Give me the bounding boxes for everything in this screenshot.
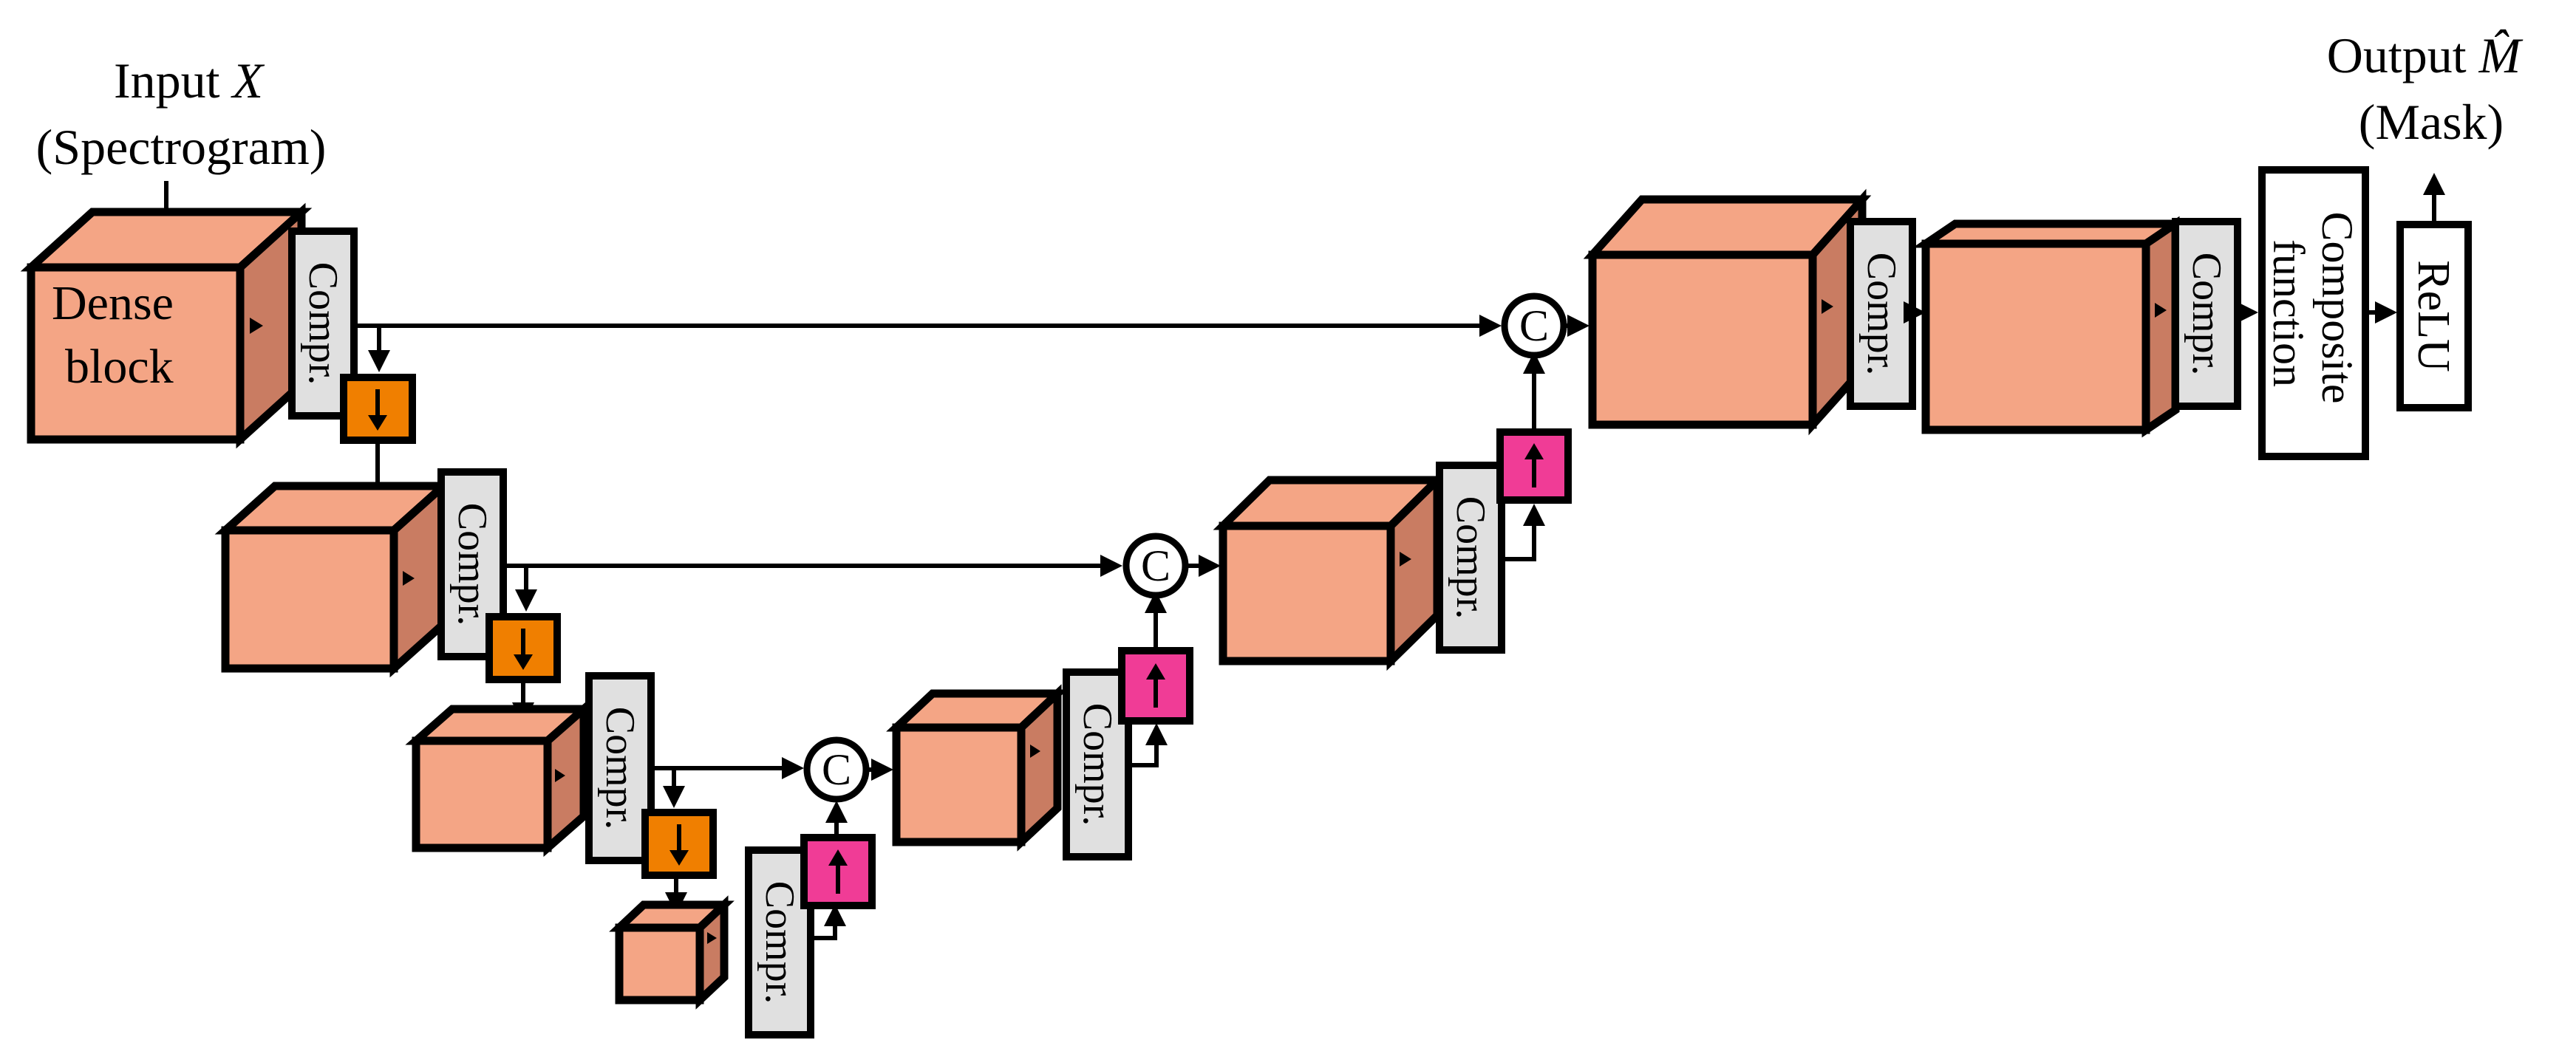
compression-label: Compr. <box>1448 496 1493 619</box>
upsample-dec3 <box>800 834 876 909</box>
output-variable: M̂ <box>2478 27 2524 83</box>
concat-3: C <box>803 736 870 803</box>
dense-block-enc1: Dense block <box>20 202 313 449</box>
compression-label: Compr. <box>597 707 643 829</box>
dense-block-label-line1: Dense <box>52 276 174 330</box>
dense-block-bottleneck <box>609 895 735 1010</box>
downsample-enc3 <box>641 809 717 879</box>
dense-block-label-line2: block <box>65 340 174 394</box>
up-arrow-icon <box>1146 663 1165 708</box>
compression-label: Compr. <box>300 262 346 385</box>
compression-dec1: Compr. <box>1847 218 1916 410</box>
dense-block-dec3 <box>886 684 1068 852</box>
relu-block: ReLU <box>2396 221 2472 411</box>
down-arrow-icon <box>669 824 689 866</box>
svg-text:Output M̂: Output M̂ <box>2327 27 2524 83</box>
input-label: Input X (Spectrogram) <box>36 52 327 175</box>
concat-1: C <box>1501 292 1567 359</box>
relu-label: ReLU <box>2408 260 2459 372</box>
dense-block-dec1 <box>1583 188 1872 436</box>
compression-label: Compr. <box>757 881 803 1004</box>
circled-c-icon: C <box>1519 301 1549 350</box>
composite-function-block: Composite function <box>2258 166 2369 460</box>
dense-block-enc3 <box>405 699 595 858</box>
dense-block-dec2 <box>1213 470 1448 671</box>
svg-text:Composite function: Composite function <box>2264 211 2362 414</box>
dense-block-final <box>1912 216 2189 438</box>
downsample-enc1 <box>340 374 416 444</box>
output-label-prefix: Output <box>2327 27 2479 83</box>
composite-label-line2: function <box>2264 239 2313 387</box>
output-label: Output M̂ (Mask) <box>2327 27 2524 150</box>
circled-c-icon: C <box>822 745 851 794</box>
compression-label: Compr. <box>2184 253 2229 375</box>
downsample-enc2 <box>485 613 561 683</box>
compression-label: Compr. <box>1858 253 1904 375</box>
compression-final: Compr. <box>2172 218 2241 410</box>
input-label-prefix: Input <box>114 52 233 109</box>
circled-c-icon: C <box>1141 541 1171 590</box>
upsample-dec1 <box>1496 428 1572 504</box>
compression-label: Compr. <box>1074 703 1120 826</box>
dense-block-enc2 <box>214 476 454 678</box>
concat-2: C <box>1122 533 1189 599</box>
output-sublabel: (Mask) <box>2359 94 2504 150</box>
svg-text:Input X: Input X <box>114 52 265 109</box>
input-sublabel: (Spectrogram) <box>36 119 327 175</box>
upsample-dec2 <box>1118 647 1193 725</box>
compression-label: Compr. <box>449 503 495 626</box>
down-arrow-icon <box>514 629 533 670</box>
compression-enc3: Compr. <box>585 672 655 864</box>
up-arrow-icon <box>828 849 848 894</box>
compression-bottleneck: Compr. <box>745 846 814 1038</box>
up-arrow-icon <box>1524 443 1544 487</box>
compression-dec2: Compr. <box>1436 462 1505 654</box>
down-arrow-icon <box>368 389 387 431</box>
composite-label-line1: Composite <box>2313 211 2362 403</box>
input-variable: X <box>231 52 265 109</box>
